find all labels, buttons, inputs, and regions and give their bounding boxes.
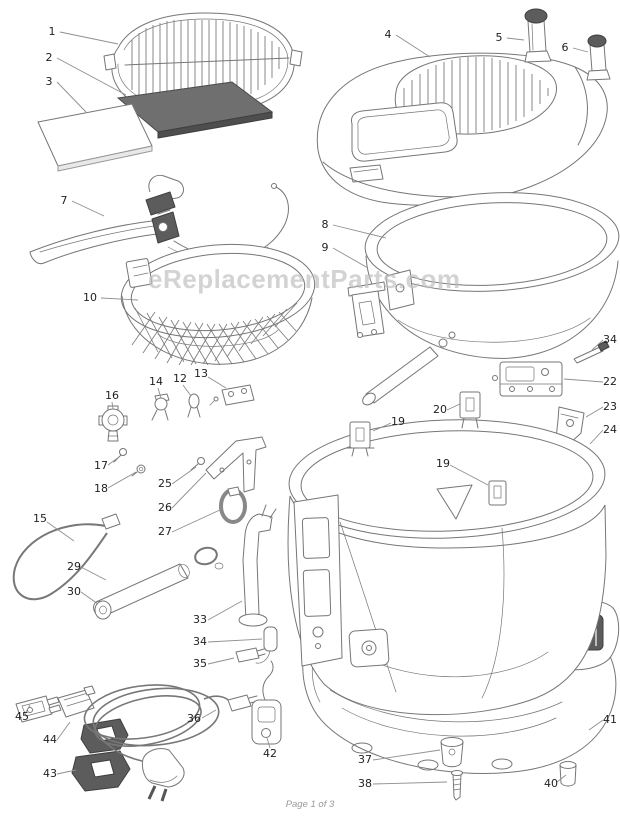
part-mount-bracket-26 [205,436,267,493]
part-sensor-42 [251,660,282,745]
callout-3: 3 [46,75,53,88]
part-basket-handle [29,174,289,265]
part-neon-bulb [187,393,201,418]
callout-38: 38 [358,777,372,790]
callout-34a: 34 [603,333,617,346]
callout-9: 9 [322,241,329,254]
part-filter-sheet [37,103,153,172]
callout-2: 2 [46,51,53,64]
callout-42: 42 [263,747,277,760]
part-cap-30 [94,600,112,620]
callout-19a: 19 [391,415,405,428]
part-filter-pad [116,81,274,139]
part-indicator-lamp [151,393,170,421]
part-fry-basket [120,243,316,366]
part-bowl [364,192,620,359]
part-clip-20 [459,391,481,429]
callout-40: 40 [544,777,558,790]
callout-45: 45 [15,710,29,723]
callout-15: 15 [33,512,47,525]
callout-20: 20 [433,403,447,416]
part-gasket-27 [219,486,247,524]
part-valve-knob [98,405,128,442]
part-screw-17 [113,448,127,463]
part-connector-44 [57,685,96,718]
callout-1: 1 [49,25,56,38]
callout-27: 27 [158,525,172,538]
part-grommet-18 [131,464,146,477]
callout-41: 41 [603,713,617,726]
callout-17: 17 [94,459,108,472]
callout-33: 33 [193,613,207,626]
part-lamp-bracket [209,384,255,406]
callout-19b: 19 [436,457,450,470]
callout-6: 6 [562,41,569,54]
part-connector-35 [235,647,266,663]
callout-14: 14 [149,375,163,388]
part-clip-19b [488,480,507,506]
callout-10: 10 [83,291,97,304]
callout-5: 5 [496,31,503,44]
callout-4: 4 [385,28,392,41]
part-power-cord [83,684,259,802]
part-bracket-43 [71,718,131,792]
callout-26: 26 [158,501,172,514]
part-standpipe-33 [238,504,277,627]
callout-7: 7 [61,194,68,207]
callout-13: 13 [194,367,208,380]
callout-22: 22 [603,375,617,388]
callout-44: 44 [43,733,57,746]
callout-24: 24 [603,423,617,436]
part-control-module [492,361,563,397]
part-thermal-loop [12,513,121,601]
part-thermostat-34 [255,626,278,664]
part-element-bracket [347,269,456,406]
part-pin-tool [573,340,610,364]
part-lid-button [586,34,611,81]
callout-8: 8 [322,218,329,231]
part-housing [287,419,607,716]
part-screw-25 [190,457,205,471]
callout-35: 35 [193,657,207,670]
callout-25: 25 [158,477,172,490]
callout-29: 29 [67,560,81,573]
leader-lines [25,31,604,785]
callout-12: 12 [173,372,187,385]
callout-18: 18 [94,482,108,495]
callout-30: 30 [67,585,81,598]
part-lid [316,52,608,206]
part-microswitch-45 [15,695,62,723]
part-screw-38 [451,770,463,801]
part-clip-19a [345,421,375,457]
callout-37: 37 [358,753,372,766]
callout-labels: 1 2 3 4 5 6 7 8 9 10 12 13 14 15 16 17 1… [15,25,617,790]
callout-16: 16 [105,389,119,402]
part-foot-37 [440,737,464,768]
part-foot-40 [559,761,577,787]
callout-23: 23 [603,400,617,413]
callout-34b: 34 [193,635,207,648]
part-lid-latch [524,8,552,63]
callout-43: 43 [43,767,57,780]
page-footer: Page 1 of 3 [285,799,335,810]
callout-36: 36 [187,712,201,725]
